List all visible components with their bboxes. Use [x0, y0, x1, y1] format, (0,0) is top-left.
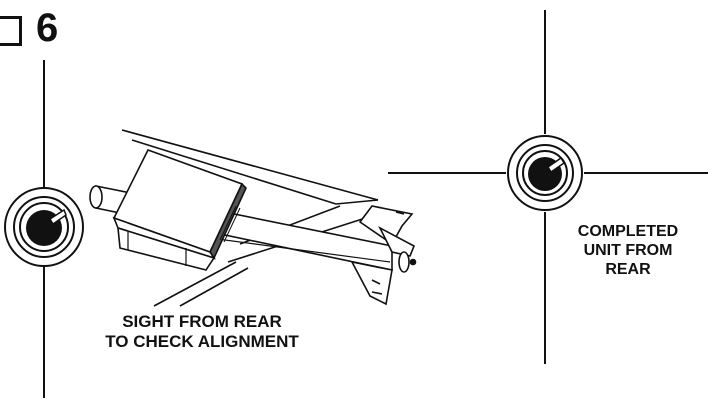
- completed-caption-line2: UNIT FROM: [583, 242, 673, 259]
- completed-caption: COMPLETED UNIT FROM REAR: [548, 222, 708, 279]
- left-rear-view-icon: [4, 187, 84, 267]
- right-rear-view-icon: [507, 135, 583, 211]
- completed-caption-line1: COMPLETED: [577, 223, 679, 240]
- step-checkbox-icon[interactable]: [0, 16, 22, 46]
- alignment-block-icon: [112, 149, 247, 271]
- sight-caption-line1: SIGHT FROM REAR: [122, 312, 282, 331]
- sight-caption-line2: TO CHECK ALIGNMENT: [105, 332, 299, 351]
- sight-caption: SIGHT FROM REAR TO CHECK ALIGNMENT: [62, 312, 342, 352]
- step-number: 6: [36, 6, 59, 50]
- completed-caption-line3: REAR: [605, 261, 651, 278]
